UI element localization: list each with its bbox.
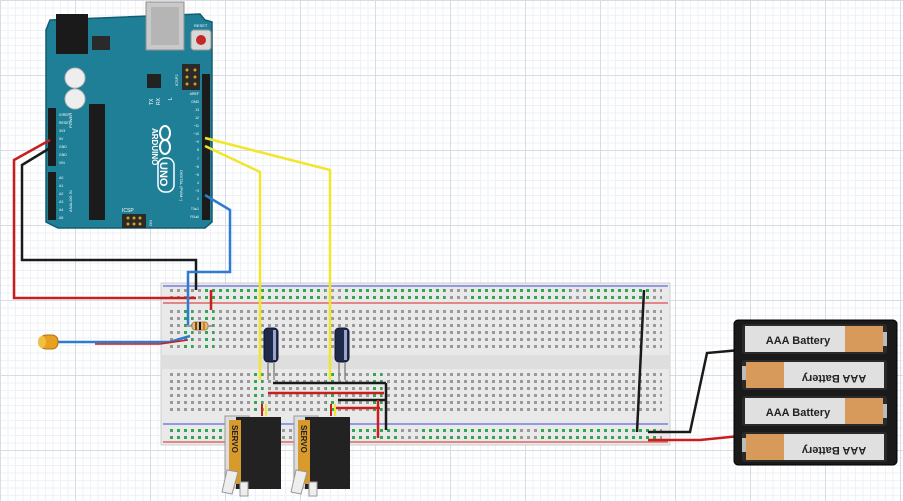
servo-2-label: SERVO <box>299 425 308 453</box>
icsp2-header <box>182 64 200 90</box>
digital-pin-8: 8 <box>197 148 199 152</box>
digital-pin-6: ~6 <box>195 165 199 169</box>
icsp-header <box>122 214 146 228</box>
analog-pin-a3: A3 <box>59 200 63 204</box>
servo-motor-2: SERVO <box>290 404 350 497</box>
onboard-capacitor-2 <box>64 88 86 110</box>
l-led-label: L <box>168 97 174 100</box>
battery-cell-4-label: AAA Battery <box>801 444 866 456</box>
battery-cell-1: AAA Battery <box>742 324 887 354</box>
breadboard <box>160 282 671 446</box>
analog-pin-a1: A1 <box>59 184 63 188</box>
power-pin-5v: 5V <box>59 137 64 141</box>
digital-pin-4: 4 <box>197 181 199 185</box>
tx-led-label: TX <box>149 98 155 105</box>
battery-cell-3-label: AAA Battery <box>766 407 831 419</box>
arduino-logo <box>159 125 171 155</box>
icsp-label: ICSP <box>122 208 134 214</box>
reset-button-cap[interactable] <box>196 35 206 45</box>
arduino-model: UNO <box>157 162 169 187</box>
capacitor-2 <box>334 327 350 380</box>
analog-pin-a2: A2 <box>59 192 63 196</box>
digital-pin-9: ~9 <box>195 140 199 144</box>
digital-pin-11: ~11 <box>193 124 199 128</box>
battery-cell-1-label: AAA Battery <box>766 335 831 347</box>
digital-pin-2: 2 <box>197 197 199 201</box>
digital-pin-5: ~5 <box>195 173 199 177</box>
led-sensor <box>38 334 59 350</box>
terminal-strip-bottom <box>170 371 662 413</box>
digital-pin-13: 13 <box>195 108 199 112</box>
power-header <box>48 108 56 166</box>
analog-header <box>48 172 56 220</box>
wire-signal-servo-2 <box>204 144 262 380</box>
power-pin-gnd-2: GND <box>59 153 67 157</box>
analog-pin-a0: A0 <box>59 176 63 180</box>
digital-pin-7: 7 <box>197 157 199 161</box>
digital-pin-aref: AREF <box>190 92 199 96</box>
atmega-chip <box>89 104 105 220</box>
digital-pin-12: 12 <box>195 116 199 120</box>
digital-pin-10: ~10 <box>193 132 199 136</box>
on-label: ON <box>148 220 153 226</box>
wire-battery-gnd <box>648 348 741 434</box>
power-section-label: POWER <box>68 113 73 128</box>
wire-gnd <box>20 146 198 290</box>
wire-battery-vcc <box>648 434 741 442</box>
wire-signal-servo-1 <box>204 136 332 380</box>
battery-cell-2-label: AAA Battery <box>801 372 866 384</box>
arduino-brand: ARDUINO <box>150 128 159 165</box>
capacitor-1 <box>263 327 279 380</box>
analog-pin-a5: A5 <box>59 216 63 220</box>
wire-analog-sensor <box>186 193 232 325</box>
terminal-strip-top <box>170 310 662 352</box>
servo-1-label: SERVO <box>230 425 239 453</box>
resistor <box>186 321 214 331</box>
power-pin-ioref: IOREF <box>59 113 70 117</box>
battery-cell-4: AAA Battery <box>742 432 887 462</box>
reset-label: RESET <box>194 23 208 28</box>
digital-section-label: DIGITAL (PWM~) <box>179 170 184 202</box>
rx-led-label: RX <box>156 97 162 105</box>
digital-pin-gnd: GND <box>191 100 199 104</box>
digital-pin-3: ~3 <box>195 189 199 193</box>
battery-cell-2: AAA Battery <box>742 360 887 390</box>
power-pin-vin: VIN <box>59 161 65 165</box>
battery-cell-3: AAA Battery <box>742 396 887 426</box>
wire-5v <box>12 138 196 300</box>
analog-pin-a4: A4 <box>59 208 63 212</box>
digital-pin-0: RX◂0 <box>190 215 199 219</box>
jumper-black-diag <box>635 289 646 433</box>
power-pin-reset: RESET <box>59 121 72 125</box>
digital-pin-1: TX▸1 <box>191 207 199 211</box>
bottom-power-rail <box>170 427 662 439</box>
icsp2-label: ICSP2 <box>174 74 179 86</box>
power-pin-gnd-1: GND <box>59 145 67 149</box>
battery-holder: AAA Battery AAA Battery AAA Battery <box>733 319 898 466</box>
power-jack <box>56 14 88 54</box>
arduino-uno-board: RESET ICSP2 TX RX L ARDUINO <box>45 1 213 229</box>
power-pin-3v3: 3V3 <box>59 129 65 133</box>
analog-section-label: ANALOG IN <box>68 190 73 212</box>
onboard-capacitor-1 <box>64 67 86 89</box>
servo-motor-1: SERVO <box>221 404 281 497</box>
wire-sensor-lead-red <box>95 339 189 345</box>
